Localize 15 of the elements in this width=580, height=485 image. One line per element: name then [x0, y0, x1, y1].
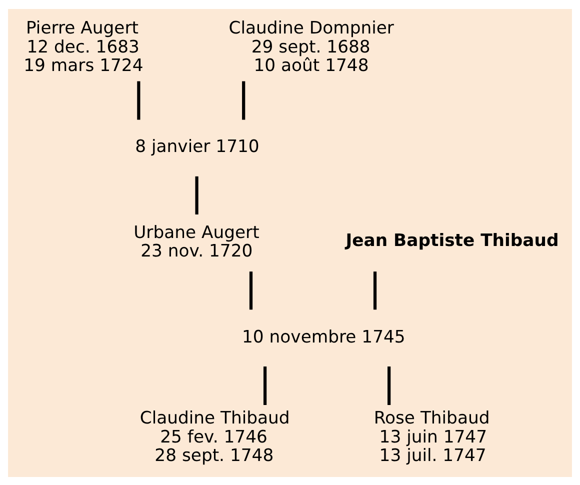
node-text: Claudine Thibaud 25 fev. 1746 28 sept. 1748	[140, 408, 290, 466]
connector	[137, 80, 140, 120]
connector	[249, 271, 253, 310]
connector	[388, 366, 391, 404]
node-text: 8 janvier 1710	[135, 136, 260, 157]
connector	[195, 176, 198, 214]
node-text: Claudine Dompnier 29 sept. 1688 10 août 1748	[228, 18, 394, 76]
connector	[263, 366, 267, 404]
node-text: Rose Thibaud 13 juin 1747 13 juil. 1747	[374, 408, 490, 466]
connector	[373, 271, 377, 310]
node-text: Pierre Augert 12 dec. 1683 19 mars 1724	[24, 18, 144, 76]
connector	[242, 80, 246, 120]
node-text: 10 novembre 1745	[242, 327, 406, 348]
node-text: Urbane Augert 23 nov. 1720	[134, 222, 260, 262]
node-text: Jean Baptiste Thibaud	[346, 230, 559, 250]
